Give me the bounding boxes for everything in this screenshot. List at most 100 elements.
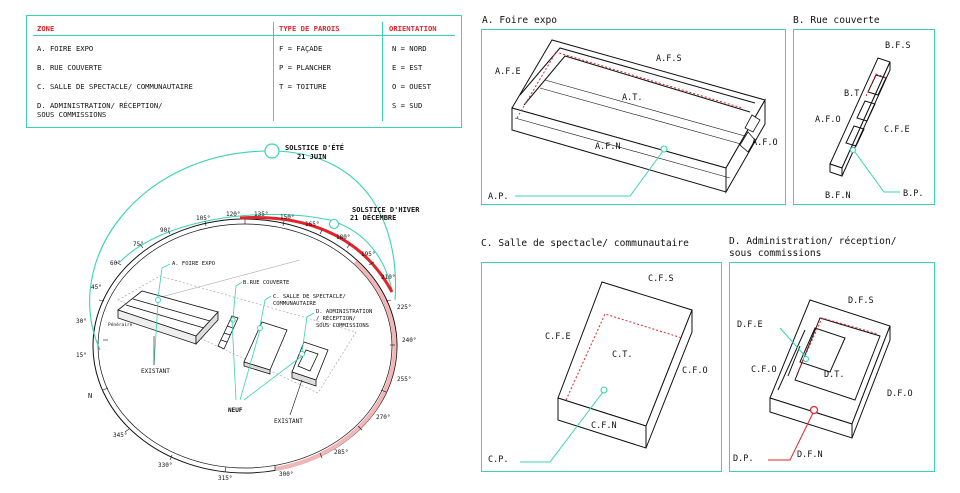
site-label-a: A. FOIRE EXPO: [172, 261, 215, 267]
winter-shadow-band: [274, 260, 397, 471]
label-cfo: C.F.O: [682, 366, 708, 376]
summer-solstice-path: [89, 150, 397, 351]
panel-c-labels: C.F.S C.F.E C.T. C.F.O C.F.N C.P.: [488, 274, 708, 465]
zone-c: C. SALLE DE SPECTACLE/ COMMUNAUTAIRE: [37, 82, 193, 91]
orient-n: N = NORD: [392, 44, 427, 53]
label-dfo2: D.F.O: [887, 389, 913, 399]
panel-b-labels: B.F.S B.T A.F.O C.F.E B.P. B.F.N: [815, 41, 923, 201]
panel-d-facade-marker: [803, 356, 809, 362]
label-afe: A.F.E: [495, 67, 521, 77]
site-label-d3: SOUS COMMISSIONS: [316, 323, 369, 329]
label-bfs: B.F.S: [885, 41, 911, 51]
site-label-b: B.RUE COUVERTE: [243, 280, 289, 286]
label-dfs: D.F.S: [848, 296, 874, 306]
angle-15: 15°: [76, 352, 87, 359]
orient-o: O = OUEST: [392, 82, 431, 91]
label-afs: A.F.S: [656, 54, 682, 64]
panel-d-red-outline: [796, 317, 879, 375]
zone-b-marker: [230, 317, 236, 323]
paroi-p: P = PLANCHER: [279, 63, 331, 72]
building-d-iso: [291, 341, 329, 387]
angle-120: 120°: [226, 211, 240, 218]
zone-d-marker: [299, 351, 305, 357]
panel-a-title: A. Foire expo: [482, 15, 558, 26]
panel-d: [729, 262, 935, 472]
angle-315: 315°: [218, 475, 232, 482]
label-cp: C.P.: [488, 455, 508, 465]
legend-vdivider: [382, 22, 383, 121]
panel-d-title: D. Administration/ réception/: [729, 236, 897, 247]
panel-c-leader: [520, 391, 604, 463]
building-a-iso: [117, 290, 219, 346]
label-afn: A.F.N: [595, 142, 621, 152]
label-ap: A.P.: [488, 192, 508, 202]
orientation-header: ORIENTATION: [389, 24, 437, 33]
panel-d-title-cont: sous commissions: [729, 248, 822, 259]
angle-labels: 15° 30° 45° 60° 75° 90° 105° 120° 135° 1…: [76, 211, 416, 482]
panel-b-red-outline: [865, 73, 888, 97]
existant-right-label: EXISTANT: [274, 418, 303, 425]
panel-a-red-outline: [516, 51, 743, 119]
paroi-t: T = TOITURE: [279, 82, 327, 91]
label-bfe: C.F.E: [884, 125, 910, 135]
site-label-c2: COMMUNAUTAIRE: [273, 301, 316, 307]
panel-a: [481, 29, 786, 205]
orient-s: S = SUD: [392, 101, 423, 110]
panel-c-title: C. Salle de spectacle/ communautaire: [481, 238, 689, 249]
label-dfo1: C.F.O: [751, 365, 777, 375]
site-label-c1: C. SALLE DE SPECTACLE/: [273, 294, 346, 300]
angle-210: 210°: [381, 274, 395, 281]
panel-a-leader: [515, 150, 664, 197]
zone-b: B. RUE COUVERTE: [37, 63, 102, 72]
site-axis: [149, 259, 301, 301]
zone-a-marker: [155, 297, 161, 303]
zone-d: D. ADMINISTRATION/ RÉCEPTION/: [37, 101, 163, 110]
panel-a-labels: A.F.S A.F.E A.T. A.F.N A.F.O A.P.: [488, 54, 778, 202]
label-cfe: C.F.E: [545, 332, 571, 342]
angle-75: 75°: [133, 241, 144, 248]
panel-c: [481, 262, 722, 472]
site-label-d1: D. ADMINISTRATION: [316, 309, 372, 315]
angle-345: 345°: [113, 432, 127, 439]
zone-header: ZONE: [37, 24, 55, 33]
paroi-header: TYPE DE PAROIS: [279, 24, 340, 33]
panel-b: [793, 29, 935, 205]
panel-d-labels: D.F.S D.F.E C.F.O D.T. D.F.O D.P. D.F.N: [733, 296, 913, 464]
panel-d-facade-leader: [779, 327, 807, 358]
angle-135: 135°: [254, 211, 268, 218]
label-bfn: B.F.N: [825, 191, 851, 201]
winter-solstice-path: [119, 213, 393, 291]
site-black-leaders: [153, 336, 303, 416]
paroi-f: F = FAÇADE: [279, 44, 323, 53]
angle-195: 195°: [361, 251, 375, 258]
panel-d-leader: [768, 412, 814, 461]
label-dp: D.P.: [733, 454, 753, 464]
label-dt: D.T.: [824, 370, 844, 380]
site-label-d2: / RÉCEPTION/: [316, 314, 356, 322]
label-bt: B.T: [844, 89, 859, 99]
label-cfs: C.F.S: [648, 274, 674, 284]
label-cfn: C.F.N: [591, 421, 617, 431]
horizon-ring-inner: [97, 223, 393, 469]
angle-150: 150°: [280, 214, 294, 221]
angle-105: 105°: [196, 215, 210, 222]
panel-c-drawing: [557, 281, 693, 449]
angle-45: 45°: [91, 284, 102, 291]
label-at: A.T.: [622, 93, 642, 103]
existant-left-label: EXISTANT: [141, 368, 170, 375]
legend-table: ZONE TYPE DE PAROIS ORIENTATION A. FOIRE…: [26, 15, 462, 128]
panel-a-floor-marker: [660, 145, 668, 153]
winter-title: SOLSTICE D'HIVER: [352, 206, 420, 214]
summer-title: SOLSTICE D'ÉTÉ: [285, 143, 344, 152]
label-bp: B.P.: [903, 189, 923, 199]
angle-225: 225°: [397, 304, 411, 311]
angle-270: 270°: [376, 414, 390, 421]
angle-60: 60°: [110, 260, 121, 267]
ring-ticks: [98, 219, 395, 473]
panel-b-title: B. Rue couverte: [793, 15, 880, 26]
small-label: Pénéraire: [108, 321, 133, 328]
winter-date: 21 DÉCEMBRE: [350, 213, 396, 222]
panel-b-floor-marker: [849, 146, 857, 154]
angle-90: 90°: [160, 227, 171, 234]
panel-d-floor-marker: [809, 405, 819, 415]
